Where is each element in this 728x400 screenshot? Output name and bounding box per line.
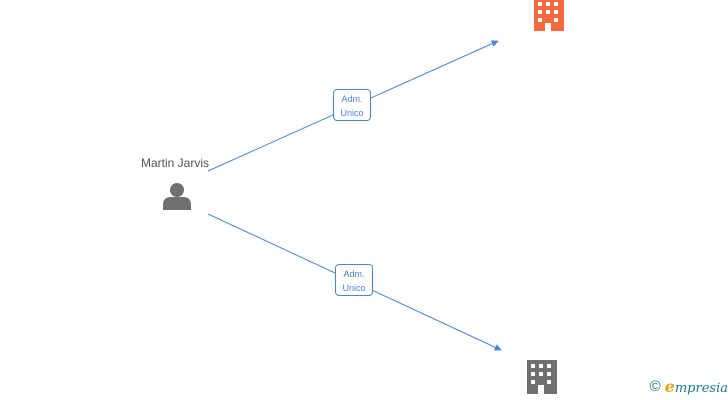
building-icon[interactable] xyxy=(527,360,557,394)
relation-role: Adm. xyxy=(341,94,363,104)
relation-label[interactable]: Adm. Unico xyxy=(333,89,371,121)
copyright-icon: © xyxy=(649,377,661,395)
relation-role: Adm. xyxy=(343,269,365,279)
person-name[interactable]: Martin Jarvis xyxy=(140,156,209,170)
relation-role-detail: Unico xyxy=(340,108,364,118)
relation-role-detail: Unico xyxy=(342,283,366,293)
building-icon[interactable] xyxy=(534,0,564,31)
brand-logo: empresia xyxy=(664,376,728,396)
watermark: © empresia xyxy=(650,376,728,396)
relation-label[interactable]: Adm. Unico xyxy=(335,264,373,296)
person-icon[interactable] xyxy=(163,183,191,210)
